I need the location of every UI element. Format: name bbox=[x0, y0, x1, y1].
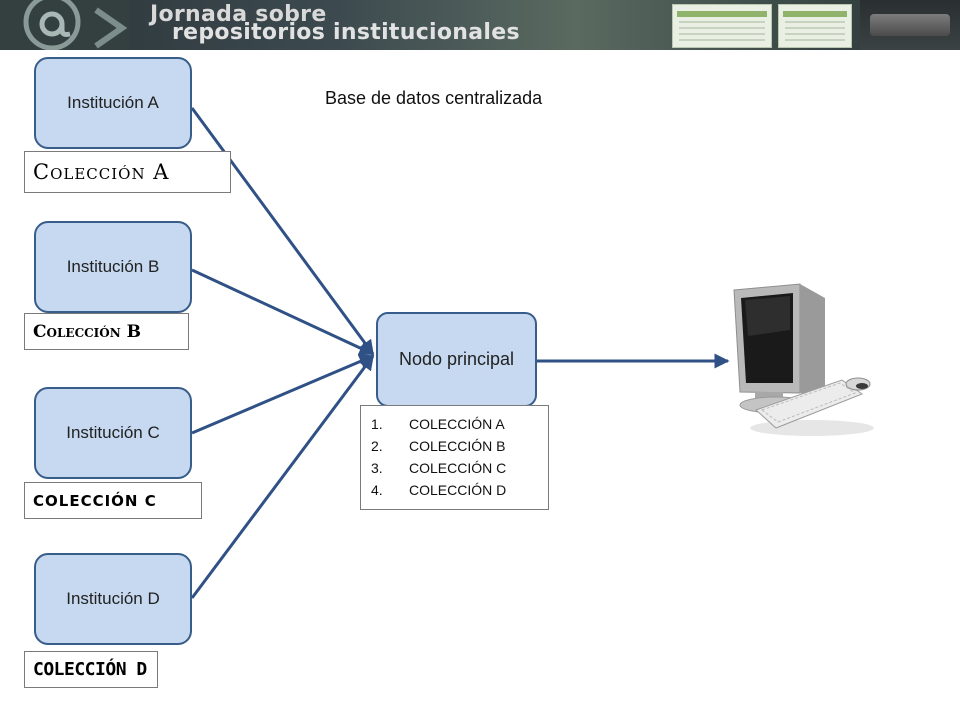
list-item-number: 2. bbox=[371, 438, 383, 454]
institution-c-box: Institución C bbox=[34, 387, 192, 479]
main-node-box: Nodo principal bbox=[376, 312, 537, 407]
list-item-number: 3. bbox=[371, 460, 383, 476]
banner-device-image bbox=[860, 0, 960, 50]
institution-d-box: Institución D bbox=[34, 553, 192, 645]
desktop-computer-icon bbox=[733, 283, 874, 436]
header-banner: Jornada sobre repositorios institucional… bbox=[0, 0, 960, 50]
list-item: 3. COLECCIÓN C bbox=[361, 457, 548, 479]
list-item-number: 1. bbox=[371, 416, 383, 432]
list-item-number: 4. bbox=[371, 482, 383, 498]
at-sign-logo-icon bbox=[0, 0, 130, 50]
banner-title-line2: repositorios institucionales bbox=[172, 20, 520, 45]
arrow-c-to-node bbox=[191, 354, 375, 435]
banner-screenshot-thumb bbox=[672, 4, 772, 48]
arrow-b-to-node bbox=[191, 268, 375, 356]
banner-title-line1: Jornada sobre bbox=[150, 2, 327, 27]
collection-b-label: Colección B bbox=[24, 313, 189, 350]
list-item-label: COLECCIÓN C bbox=[409, 460, 507, 476]
list-item-label: COLECCIÓN A bbox=[409, 416, 505, 432]
list-item: 1. COLECCIÓN A bbox=[361, 413, 548, 435]
institution-a-box: Institución A bbox=[34, 57, 192, 149]
banner-screenshot-thumb bbox=[778, 4, 852, 48]
collection-a-label: Colección A bbox=[24, 151, 231, 193]
diagram-title: Base de datos centralizada bbox=[325, 88, 543, 108]
arrow-a-to-node bbox=[190, 107, 375, 356]
list-item: 4. COLECCIÓN D bbox=[361, 479, 548, 501]
institution-b-box: Institución B bbox=[34, 221, 192, 313]
list-item: 2. COLECCIÓN B bbox=[361, 435, 548, 457]
collection-d-label: COLECCIÓN D bbox=[24, 651, 158, 688]
list-item-label: COLECCIÓN B bbox=[409, 438, 506, 454]
arrow-d-to-node bbox=[190, 354, 375, 599]
node-collections-list: 1. COLECCIÓN A 2. COLECCIÓN B 3. COLECCIÓN … bbox=[360, 405, 549, 510]
list-item-label: COLECCIÓN D bbox=[409, 482, 507, 498]
collection-c-label: COLECCIÓN C bbox=[24, 482, 202, 519]
